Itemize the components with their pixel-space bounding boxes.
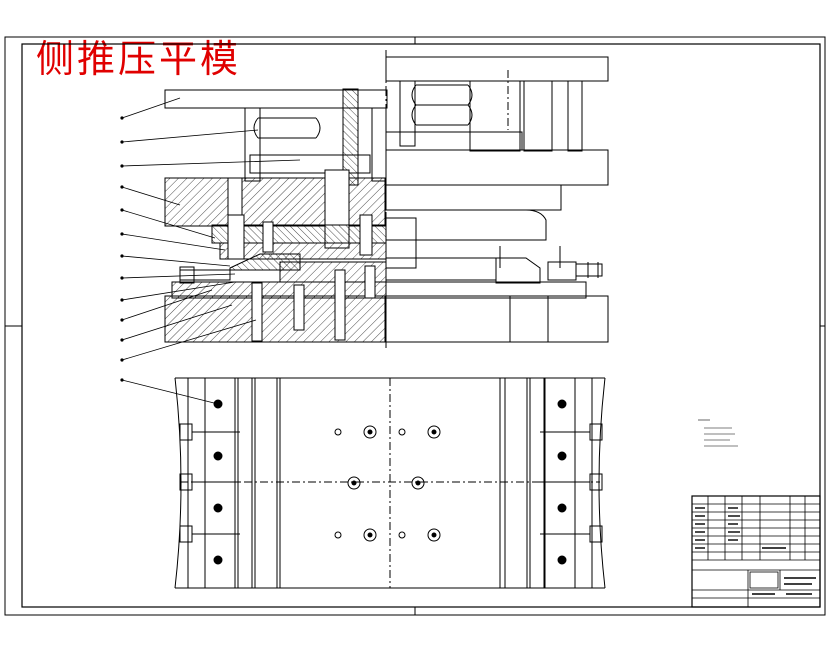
title-block-text-lines [695,507,816,595]
title-block [691,495,821,608]
section-view [164,50,609,350]
technical-notes [698,419,738,447]
callout-leaders [120,97,301,405]
inner-frame [21,43,821,608]
centering-marks [5,37,825,615]
plan-view [174,377,606,589]
